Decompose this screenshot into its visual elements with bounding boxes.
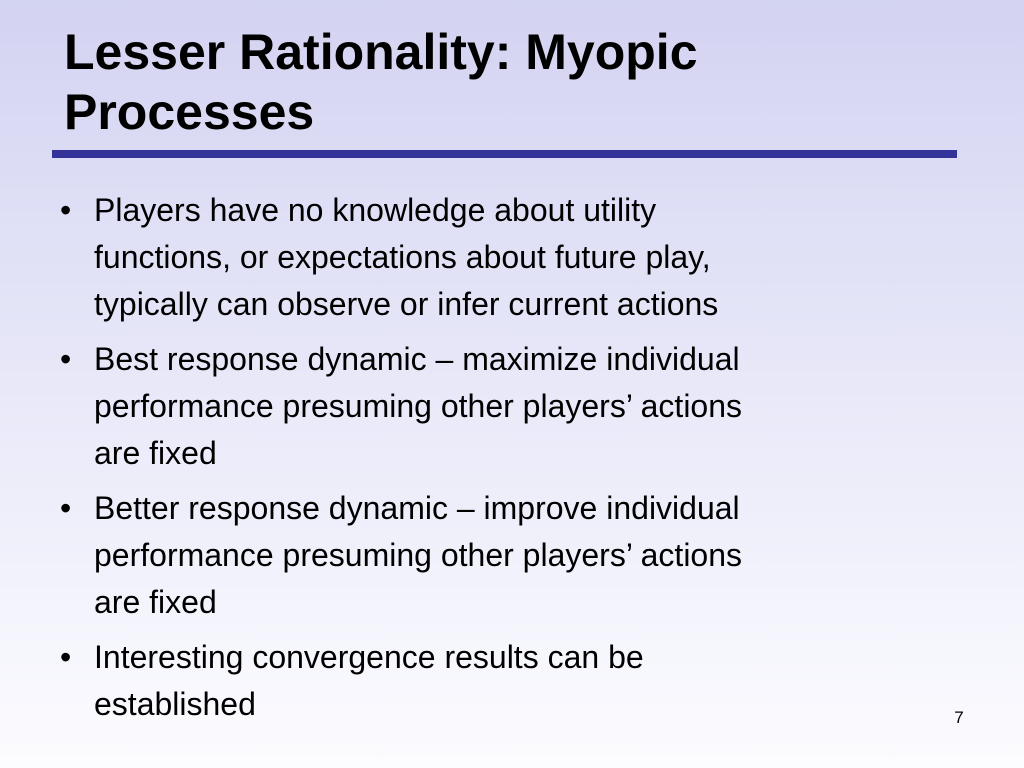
bullet-line: typically can observe or infer current a…	[94, 286, 719, 322]
bullet-item-2: • Best response dynamic – maximize indiv…	[56, 336, 956, 477]
bullet-line: are fixed	[94, 435, 217, 471]
bullet-item-1: • Players have no knowledge about utilit…	[56, 187, 956, 328]
bullet-dot-icon: •	[60, 192, 72, 228]
bullet-line: Players have no knowledge about utility	[94, 192, 657, 228]
slide-title-line-2: Processes	[64, 84, 315, 140]
bullet-text: Players have no knowledge about utility …	[94, 187, 956, 328]
bullet-item-4: • Interesting convergence results can be…	[56, 634, 956, 728]
bullet-list: • Players have no knowledge about utilit…	[56, 187, 956, 736]
page-number: 7	[954, 708, 964, 727]
bullet-line: established	[94, 686, 256, 722]
bullet-line: Best response dynamic – maximize individ…	[94, 341, 740, 377]
bullet-text: Interesting convergence results can be e…	[94, 634, 956, 728]
bullet-line: Better response dynamic – improve indivi…	[94, 490, 740, 526]
bullet-line: performance presuming other players’ act…	[94, 537, 743, 573]
bullet-text: Best response dynamic – maximize individ…	[94, 336, 956, 477]
bullet-line: are fixed	[94, 584, 217, 620]
slide-title: Lesser Rationality: Myopic Processes	[64, 22, 964, 142]
slide-title-line-1: Lesser Rationality: Myopic	[64, 24, 698, 80]
bullet-dot-icon: •	[60, 490, 72, 526]
bullet-dot-icon: •	[60, 639, 72, 675]
bullet-text: Better response dynamic – improve indivi…	[94, 485, 956, 626]
bullet-dot-icon: •	[60, 341, 72, 377]
title-underline-rule	[52, 150, 957, 158]
bullet-item-3: • Better response dynamic – improve indi…	[56, 485, 956, 626]
bullet-line: functions, or expectations about future …	[94, 239, 711, 275]
bullet-line: Interesting convergence results can be	[94, 639, 644, 675]
bullet-line: performance presuming other players’ act…	[94, 388, 743, 424]
